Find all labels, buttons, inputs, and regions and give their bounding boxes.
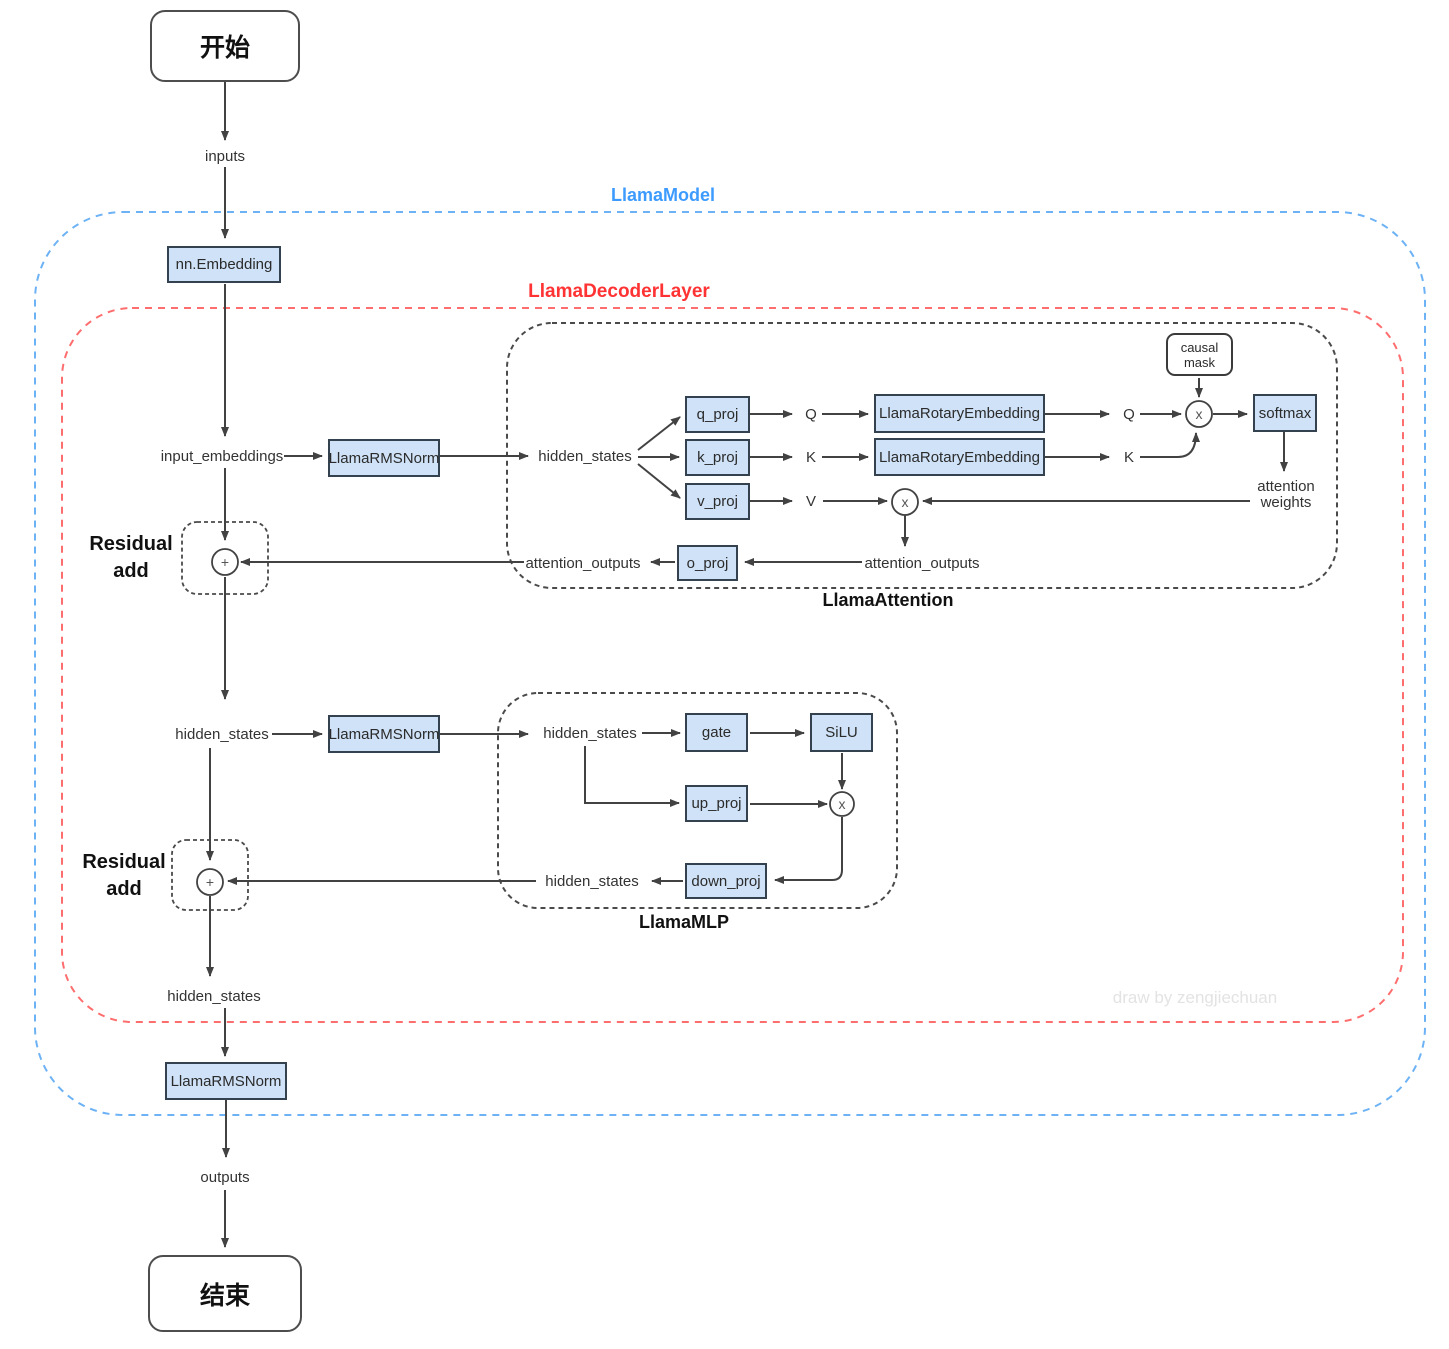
llamamlp-container-outline (497, 692, 898, 909)
edge-multiply-to-downproj (774, 817, 843, 884)
rotary-embedding-q-block: LlamaRotaryEmbedding (874, 394, 1045, 433)
attention-outputs-label-left: attention_outputs (525, 555, 641, 572)
llamaattention-label: LlamaAttention (822, 590, 954, 610)
llamadecoderlayer-label: LlamaDecoderLayer (528, 281, 710, 302)
causal-mask-box: causal mask (1166, 333, 1233, 376)
add-circle (196, 868, 224, 896)
hidden-states-label-bottom: hidden_states (167, 988, 261, 1005)
attention-weights-line2: weights (1260, 494, 1312, 511)
k-proj-block: k_proj (685, 439, 750, 476)
up-proj-block: up_proj (685, 785, 748, 822)
multiply-circle (891, 488, 919, 516)
k-label-after-rotary: K (1123, 449, 1135, 466)
add-icon: + (206, 874, 214, 890)
watermark: draw by zengjiechuan (1112, 988, 1278, 1007)
outputs-label: outputs (200, 1169, 250, 1186)
rotary-embedding-k-block: LlamaRotaryEmbedding (874, 438, 1045, 476)
v-multiply-operator: x (891, 488, 919, 516)
q-label-after-rotary: Q (1123, 406, 1135, 423)
causal-mask-line1: causal (1180, 339, 1219, 355)
attention-weights-line1: attention (1257, 478, 1315, 495)
end-terminal: 结束 (148, 1255, 302, 1332)
causal-mask-line2: mask (1183, 354, 1216, 370)
rmsnorm2-block: LlamaRMSNorm (328, 715, 440, 753)
mlp-multiply-operator: x (829, 791, 855, 817)
llamamlp-label: LlamaMLP (638, 912, 730, 932)
llamamodel-label: LlamaModel (610, 185, 716, 205)
residual-line2: add (113, 560, 149, 582)
input-embeddings-label: input_embeddings (160, 448, 284, 465)
edge-hidden-states-to-upproj (584, 746, 680, 807)
residual-line2: add (106, 878, 142, 900)
residual-add-operator-2: + (196, 868, 224, 896)
attention-weights-label: attention weights (1257, 479, 1315, 511)
softmax-block: softmax (1253, 394, 1317, 432)
o-proj-block: o_proj (677, 545, 738, 581)
silu-block: SiLU (810, 713, 873, 752)
attention-outputs-label-right: attention_outputs (864, 555, 980, 572)
q-label: Q (805, 406, 817, 423)
hidden-states-label-attn: hidden_states (538, 448, 632, 465)
k-label: K (805, 449, 817, 466)
v-label: V (805, 493, 817, 510)
operator-nodes: + x x x + (196, 400, 1213, 896)
residual-line1: Residual (89, 533, 173, 555)
hidden-states-label-mlp-out: hidden_states (545, 873, 639, 890)
add-icon: + (221, 554, 229, 570)
qk-multiply-operator: x (1185, 400, 1213, 428)
q-proj-block: q_proj (685, 396, 750, 433)
residual-add-caption-2: Residual add (82, 849, 165, 903)
multiply-circle (829, 791, 855, 817)
start-terminal: 开始 (150, 10, 300, 82)
multiply-icon: x (839, 796, 846, 812)
rmsnorm1-block: LlamaRMSNorm (328, 439, 440, 477)
edge-hidden-states-to-qproj (637, 416, 681, 451)
add-circle (211, 548, 239, 576)
hidden-states-label-row2: hidden_states (175, 726, 269, 743)
v-proj-block: v_proj (685, 483, 750, 520)
flow-arrows (206, 82, 1288, 1248)
hidden-states-label-mlp-in: hidden_states (543, 725, 637, 742)
residual-line1: Residual (82, 851, 166, 873)
edge-hidden-states-to-vproj (637, 463, 681, 499)
nn-embedding-block: nn.Embedding (167, 246, 281, 283)
residual-add-operator-1: + (211, 548, 239, 576)
llamadecoderlayer-container-outline (61, 307, 1404, 1023)
residual-add-caption-1: Residual add (89, 531, 172, 585)
final-rmsnorm-block: LlamaRMSNorm (165, 1062, 287, 1100)
edge-k2-to-multiply (1140, 432, 1200, 458)
inputs-label: inputs (204, 148, 246, 165)
multiply-icon: x (902, 494, 909, 510)
llamamodel-container-outline (34, 211, 1426, 1116)
multiply-circle (1185, 400, 1213, 428)
down-proj-block: down_proj (685, 863, 767, 899)
gate-block: gate (685, 713, 748, 752)
multiply-icon: x (1196, 406, 1203, 422)
